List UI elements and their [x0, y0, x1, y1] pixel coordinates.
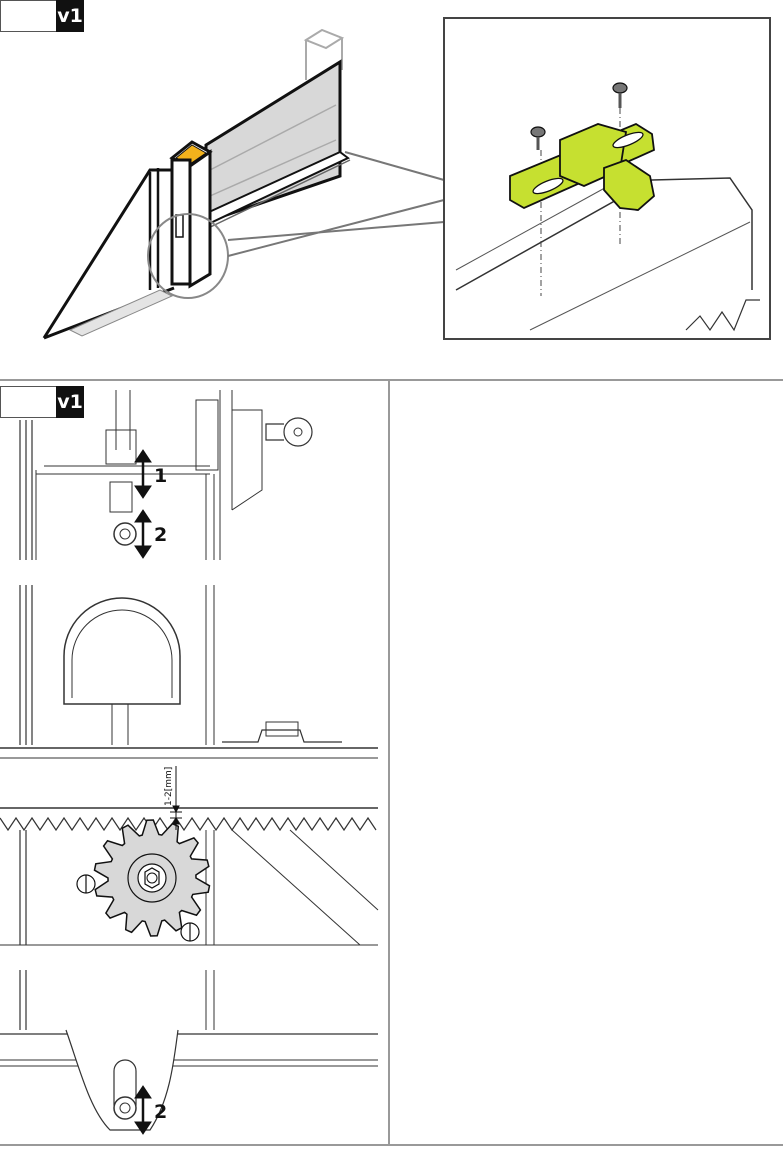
- double-arrow-icon: [134, 1085, 152, 1135]
- callout-2: 2: [154, 524, 167, 546]
- version-label: v1: [56, 386, 84, 418]
- tag-blank: [0, 0, 56, 32]
- version-tag-top: v1: [0, 0, 84, 32]
- adjustment-detail: [0, 390, 379, 1131]
- screw-icon: [530, 126, 546, 150]
- double-arrow-icon: [134, 449, 152, 499]
- callout-1: 1: [154, 465, 167, 487]
- callout-2-bottom: 2: [154, 1101, 167, 1123]
- tag-blank: [0, 386, 56, 418]
- version-label: v1: [56, 0, 84, 32]
- gate-overview: [42, 28, 445, 340]
- double-arrow-icon: [134, 509, 152, 559]
- gap-dimension: [170, 766, 182, 830]
- screw-icon: [612, 82, 628, 108]
- gate-stop-bracket: [509, 122, 655, 211]
- pinion-gear: [93, 819, 211, 937]
- gap-label: 1-2[mm]: [164, 767, 174, 806]
- zoom-detail-frame: [443, 17, 771, 340]
- screw-icon: [76, 874, 200, 942]
- version-tag-bottom: v1: [0, 386, 84, 418]
